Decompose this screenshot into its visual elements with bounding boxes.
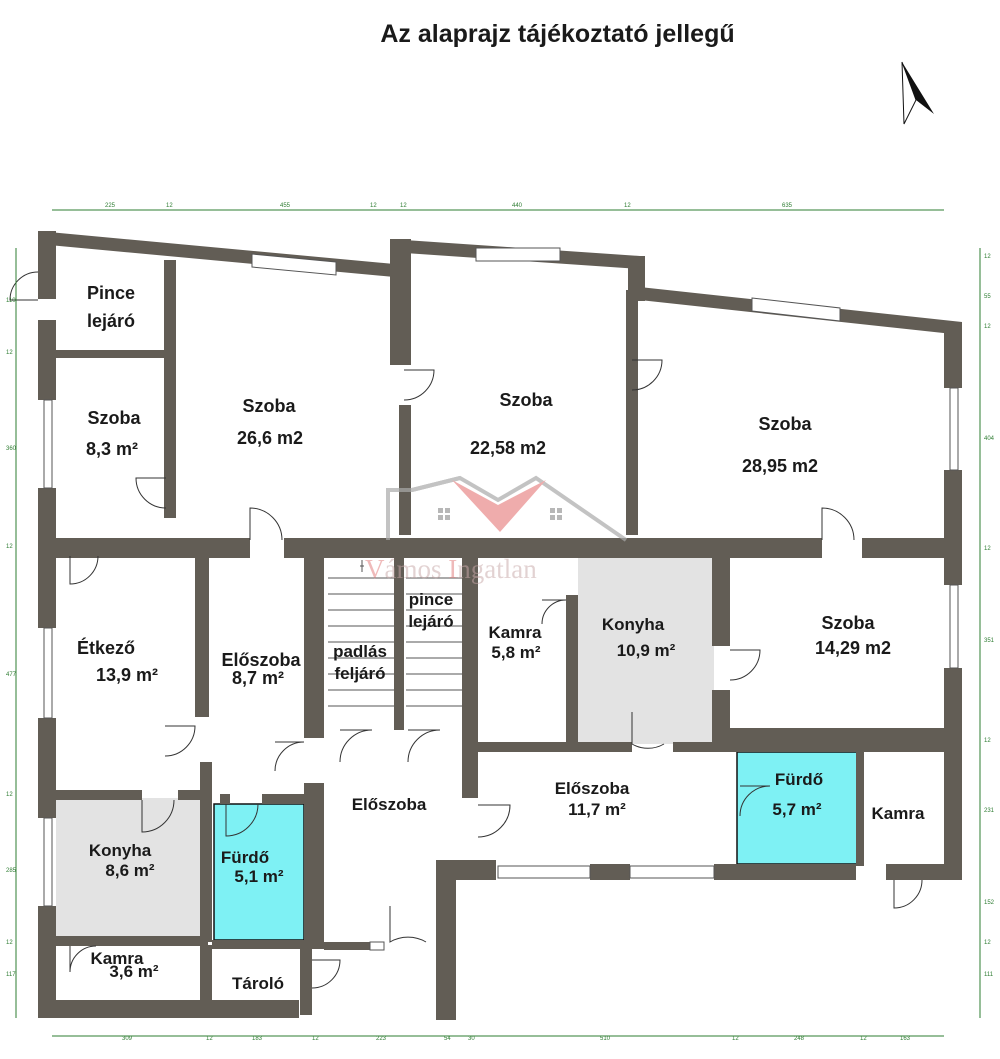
dim-bottom-8: 510: [600, 1036, 611, 1042]
room-padlas-name: padlás: [333, 642, 387, 661]
dim-right-4: 404: [984, 436, 995, 442]
dim-bottom-2: 12: [206, 1036, 213, 1042]
room-szoba-4-area: 28,95 m2: [742, 456, 818, 476]
dim-right-10: 12: [984, 940, 991, 946]
room-pince-lejaro-name: Pince: [87, 283, 135, 303]
room-szoba-3-name: Szoba: [499, 390, 553, 410]
dim-left-2: 12: [6, 350, 13, 356]
room-konyha-2-name: Konyha: [89, 841, 152, 860]
watermark-text: Vámos Ingatlan: [365, 554, 537, 584]
dimension-lines: [15, 209, 981, 1037]
kitchen-floor-1: [578, 556, 714, 744]
room-tarolo-name: Tároló: [232, 974, 284, 993]
room-kamra-3-area: 3,6 m²: [109, 962, 158, 981]
room-eloszoba-1-name: Előszoba: [221, 650, 301, 670]
room-etkezo-name: Étkező: [77, 637, 135, 658]
north-arrow-icon: [901, 61, 934, 125]
room-furdo-1-name: Fürdő: [221, 848, 269, 867]
page-title: Az alaprajz tájékoztató jellegű: [380, 20, 735, 48]
room-labels: Pince lejáró Szoba 8,3 m² Szoba 26,6 m2 …: [77, 283, 925, 993]
room-szoba-1-name: Szoba: [87, 408, 141, 428]
room-szoba-5-area: 14,29 m2: [815, 638, 891, 658]
room-kamra-2-name: Kamra: [872, 804, 925, 823]
dim-left-5: 477: [6, 672, 17, 678]
dim-left-8: 12: [6, 940, 13, 946]
room-konyha-2-area: 8,6 m²: [105, 861, 154, 880]
room-szoba-2-name: Szoba: [242, 396, 296, 416]
dim-top-7: 12: [624, 203, 631, 209]
room-szoba-2-area: 26,6 m2: [237, 428, 303, 448]
room-eloszoba-1-area: 8,7 m²: [232, 668, 284, 688]
dim-top-3: 455: [280, 203, 291, 209]
room-pince-lejaro-area: lejáró: [87, 311, 135, 331]
windows: [43, 247, 959, 951]
dim-bottom-9: 12: [732, 1036, 739, 1042]
room-padlas-sub: feljáró: [334, 664, 385, 683]
dim-left-4: 12: [6, 544, 13, 550]
dim-right-9: 152: [984, 900, 995, 906]
dim-bottom-12: 163: [900, 1036, 911, 1042]
staircase: [328, 560, 462, 707]
room-konyha-1-name: Konyha: [602, 615, 665, 634]
dim-top-1: 225: [105, 203, 116, 209]
dim-right-2: 55: [984, 294, 991, 300]
room-szoba-5-name: Szoba: [821, 613, 875, 633]
dim-right-3: 12: [984, 324, 991, 330]
room-eloszoba-3-area: 11,7 m²: [568, 800, 626, 819]
dim-bottom-6: 54: [444, 1036, 451, 1042]
room-furdo-2-name: Fürdő: [775, 770, 823, 789]
room-kamra-1-name: Kamra: [489, 623, 542, 642]
dim-bottom-1: 309: [122, 1036, 133, 1042]
dim-left-6: 12: [6, 792, 13, 798]
dim-right-5: 12: [984, 546, 991, 552]
dim-right-11: 111: [984, 972, 994, 978]
room-pince-lejaro-2-name: pince: [409, 590, 453, 609]
dim-top-6: 440: [512, 203, 523, 209]
room-kamra-1-area: 5,8 m²: [491, 643, 540, 662]
dim-top-4: 12: [370, 203, 377, 209]
dim-top-5: 12: [400, 203, 407, 209]
dim-bottom-7: 30: [468, 1036, 475, 1042]
room-szoba-1-area: 8,3 m²: [86, 439, 138, 459]
room-pince-lejaro-2-sub: lejáró: [408, 612, 453, 631]
dim-bottom-5: 223: [376, 1036, 387, 1042]
dim-bottom-11: 12: [860, 1036, 867, 1042]
dim-bottom-3: 183: [252, 1036, 263, 1042]
room-eloszoba-3-name: Előszoba: [555, 779, 630, 798]
room-furdo-1-area: 5,1 m²: [234, 867, 283, 886]
dim-left-9: 117: [6, 972, 16, 978]
dim-left-7: 285: [6, 868, 17, 874]
dim-right-8: 231: [984, 808, 995, 814]
dim-bottom-10: 248: [794, 1036, 805, 1042]
dim-top-2: 12: [166, 203, 173, 209]
dim-left-3: 360: [6, 446, 17, 452]
room-szoba-3-area: 22,58 m2: [470, 438, 546, 458]
room-eloszoba-2-name: Előszoba: [352, 795, 427, 814]
room-szoba-4-name: Szoba: [758, 414, 812, 434]
dim-right-7: 12: [984, 738, 991, 744]
room-etkezo-area: 13,9 m²: [96, 665, 158, 685]
dim-top-8: 635: [782, 203, 793, 209]
doors: [9, 271, 923, 989]
room-furdo-2-area: 5,7 m²: [772, 800, 821, 819]
dim-right-6: 351: [984, 638, 995, 644]
dim-left-1: 110: [6, 298, 16, 304]
room-kamra-3-name: Kamra: [91, 949, 144, 968]
dim-right-1: 12: [984, 254, 991, 260]
dim-bottom-4: 12: [312, 1036, 319, 1042]
room-konyha-1-area: 10,9 m²: [617, 641, 676, 660]
watermark-logo: Vámos Ingatlan: [365, 475, 628, 584]
dimension-labels: 225 12 455 12 12 440 12 635 309 12 183 1…: [6, 203, 995, 1042]
kitchen-floor-2: [56, 798, 202, 938]
